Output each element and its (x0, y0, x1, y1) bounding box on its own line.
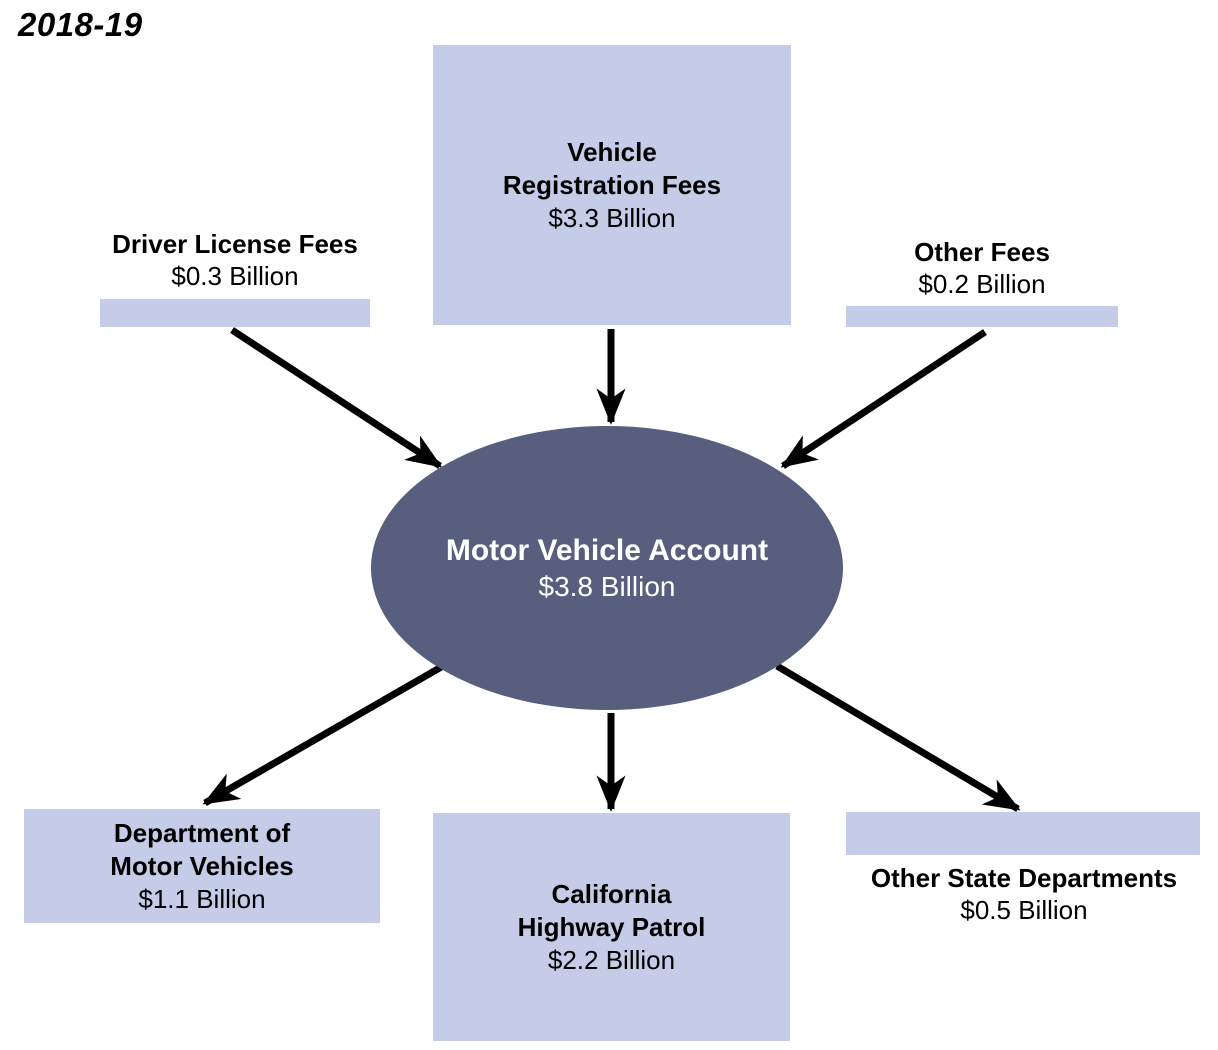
other-fees-name: Other Fees (914, 237, 1050, 267)
motor-vehicle-account-value: $3.8 Billion (538, 571, 676, 602)
driver-license-fees-bar (100, 299, 370, 327)
arrow-driver-license-to-account (230, 327, 443, 469)
dmv-name-line1: Department of (113, 817, 291, 848)
vehicle-registration-fees-box: Vehicle Registration Fees $3.3 Billion (433, 45, 791, 325)
driver-license-fees-value: $0.3 Billion (171, 261, 299, 291)
other-state-departments-name: Other State Departments (870, 863, 1178, 893)
department-of-motor-vehicles-box: Department of Motor Vehicles $1.1 Billio… (24, 809, 380, 923)
chp-name-line1: California (551, 878, 672, 909)
other-state-departments-bar (846, 812, 1200, 855)
driver-license-fees-name: Driver License Fees (112, 229, 358, 259)
driver-license-fees-label: Driver License Fees $0.3 Billion (85, 228, 385, 292)
fiscal-year-title: 2018-19 (18, 6, 143, 43)
vehicle-registration-fees-name-line2: Registration Fees (502, 169, 722, 200)
california-highway-patrol-box: California Highway Patrol $2.2 Billion (433, 813, 790, 1041)
arrow-account-to-dmv (202, 662, 445, 807)
dmv-value: $1.1 Billion (138, 883, 266, 914)
vehicle-registration-fees-value: $3.3 Billion (548, 202, 676, 233)
motor-vehicle-account-ellipse: Motor Vehicle Account $3.8 Billion (371, 426, 843, 710)
other-state-departments-label: Other State Departments $0.5 Billion (846, 862, 1202, 926)
vehicle-registration-fees-name-line1: Vehicle (567, 136, 657, 167)
chp-value: $2.2 Billion (547, 944, 676, 975)
arrow-other-fees-to-account (780, 329, 987, 469)
other-state-departments-value: $0.5 Billion (960, 895, 1088, 925)
motor-vehicle-account-name: Motor Vehicle Account (445, 534, 769, 567)
other-fees-label: Other Fees $0.2 Billion (832, 236, 1132, 300)
other-fees-bar (846, 306, 1118, 327)
dmv-name-line2: Motor Vehicles (110, 850, 294, 881)
chp-name-line2: Highway Patrol (517, 911, 706, 942)
arrow-account-to-other-departments (775, 662, 1021, 813)
other-fees-value: $0.2 Billion (918, 269, 1046, 299)
